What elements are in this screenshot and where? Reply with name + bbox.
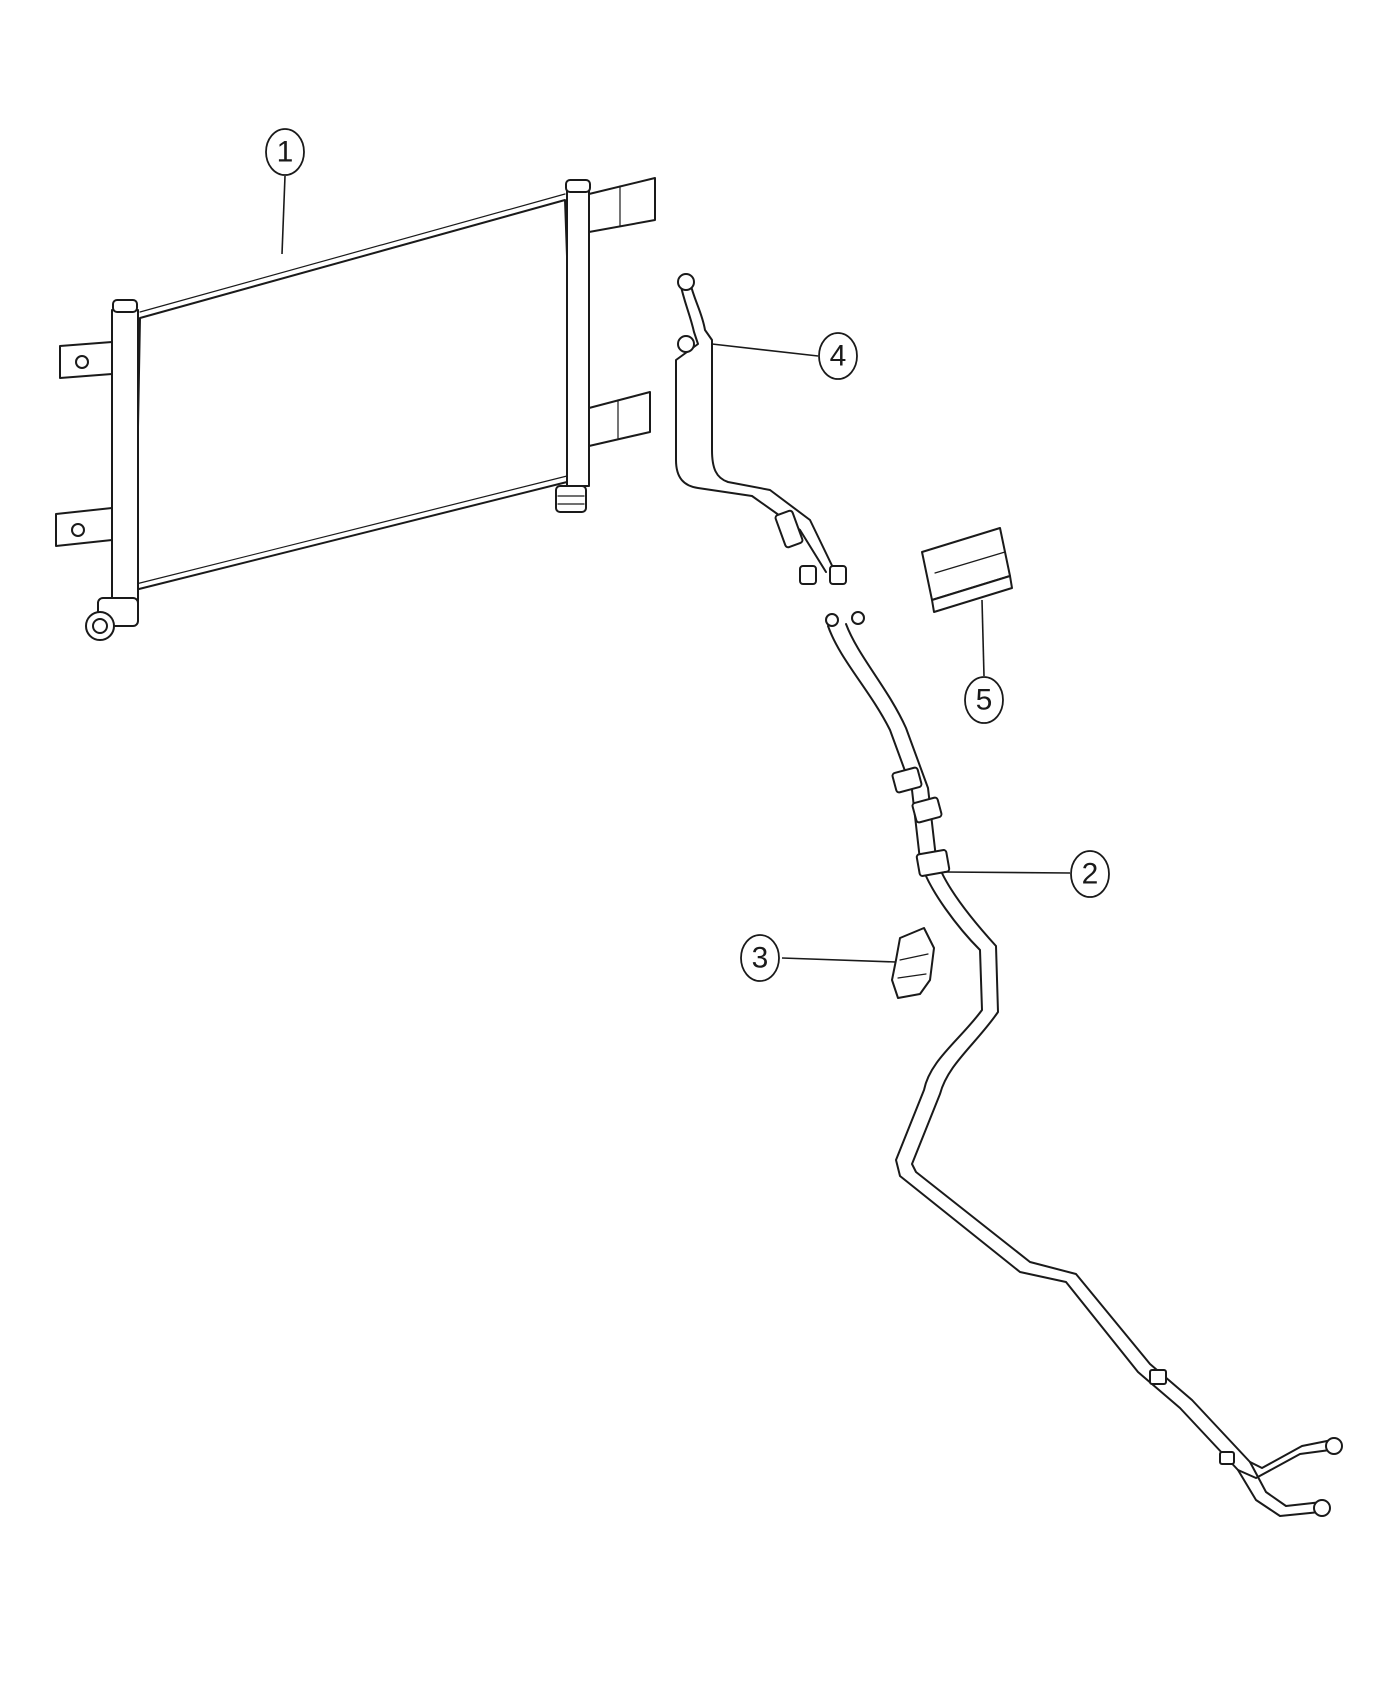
callout-2: 2 — [1070, 850, 1110, 898]
callout-1: 1 — [265, 128, 305, 176]
leader-lines — [281, 175, 1071, 963]
line-clip — [891, 927, 935, 999]
callout-3-label: 3 — [752, 942, 769, 975]
condenser-core — [55, 177, 656, 641]
callout-4: 4 — [818, 332, 858, 380]
callout-5: 5 — [964, 676, 1004, 724]
callout-2-label: 2 — [1082, 858, 1099, 891]
insulator-pad — [921, 527, 1013, 613]
callout-3: 3 — [740, 934, 780, 982]
callout-1-label: 1 — [277, 136, 294, 169]
callout-5-label: 5 — [976, 684, 993, 717]
cooler-line-upper — [675, 273, 847, 585]
callout-4-label: 4 — [830, 340, 847, 373]
cooler-line-lower — [825, 611, 1343, 1517]
